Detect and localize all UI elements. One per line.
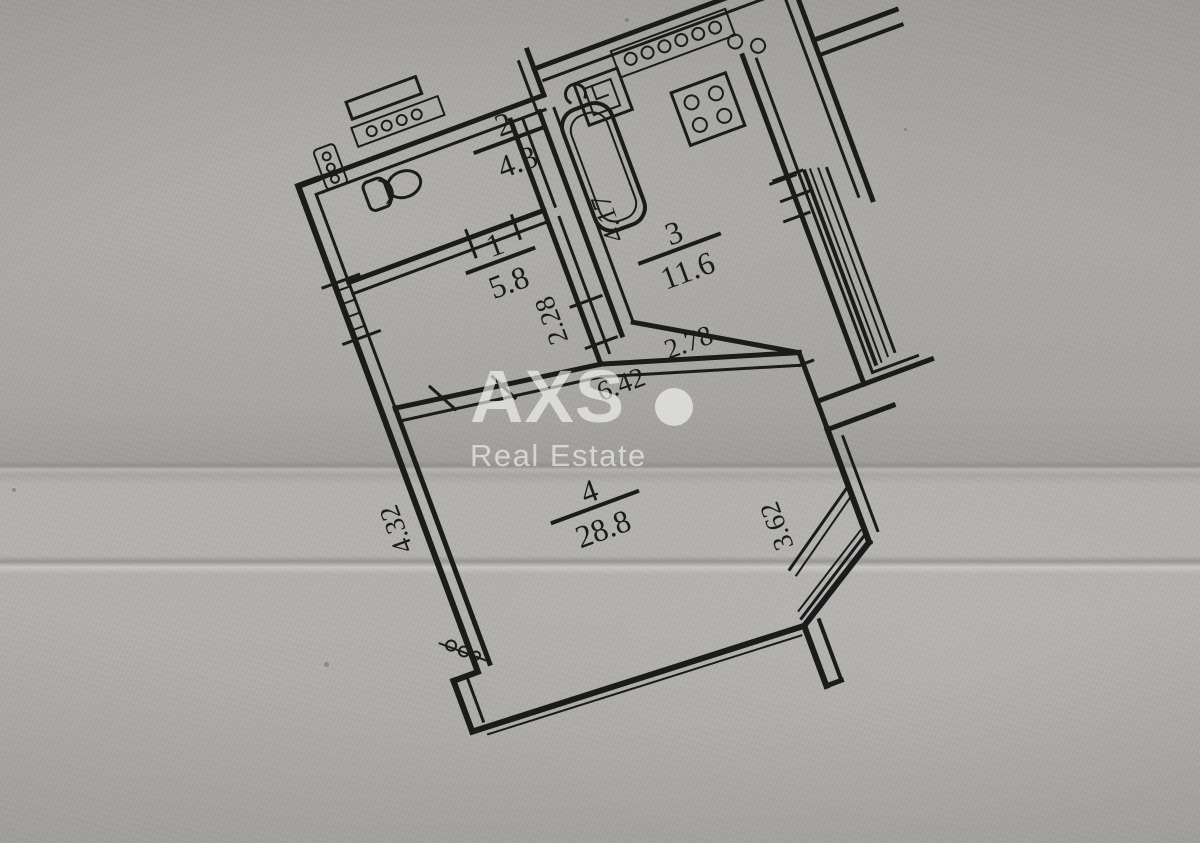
- paper-speck: [904, 128, 907, 131]
- paper-speck: [324, 662, 329, 667]
- dimension-3-62: 3.62: [754, 498, 800, 555]
- paper-speck: [12, 488, 16, 492]
- dimension-4-17: 4.17: [585, 190, 631, 247]
- dimension-4-32: 4.32: [374, 501, 420, 558]
- paper-speck: [625, 18, 629, 22]
- dimension-2-28: 2.28: [529, 292, 575, 349]
- dimension-6-42: 6.42: [593, 362, 650, 408]
- room-number-3: 3: [660, 213, 687, 252]
- room-area-3: 11.6: [656, 244, 720, 297]
- room-number-4: 4: [575, 471, 602, 510]
- room-area-4: 28.8: [570, 502, 635, 555]
